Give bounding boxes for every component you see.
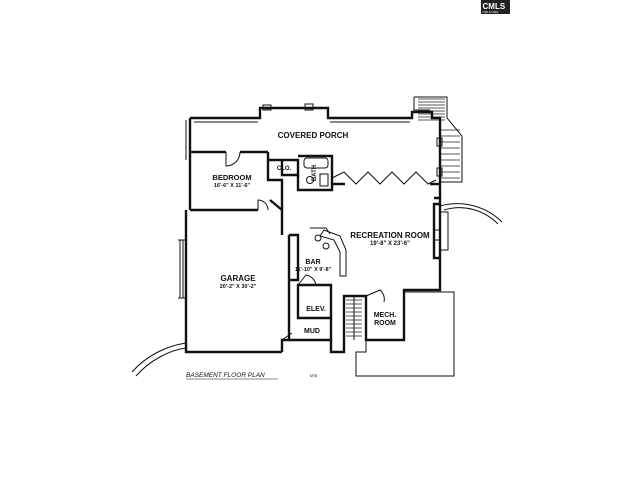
closet-label: CLO. (277, 166, 292, 172)
mech-room-label-2: ROOM (374, 320, 396, 327)
covered-porch-outline (185, 103, 443, 198)
mud-label: MUD (304, 328, 320, 335)
cmls-logo: CMLS CMLS.ORG (481, 0, 510, 14)
cmls-logo-small-text: CMLS.ORG (483, 10, 500, 14)
elevator-label: ELEV. (306, 306, 326, 313)
bar-label: BAR (305, 259, 320, 266)
recreation-room-size: 19'-8" X 23'-6" (370, 241, 410, 247)
bedroom-size: 16'-6" X 11'-6" (214, 183, 251, 189)
building-walls (178, 118, 449, 354)
fireplace (432, 202, 449, 260)
interior-stairs (346, 296, 362, 340)
plan-note: MTB (310, 374, 318, 378)
site-features (131, 203, 503, 377)
plan-title: BASEMENT FLOOR PLAN (186, 372, 265, 379)
bath-label: BATH (312, 165, 318, 181)
bar-size: 11'-10" X 9'-8" (295, 267, 332, 273)
exterior-stairs (413, 96, 463, 183)
mech-room-label-1: MECH. (374, 312, 397, 319)
door-swings (225, 151, 385, 341)
bath-fixtures (303, 157, 329, 187)
recreation-room-label: RECREATION ROOM (350, 231, 430, 240)
cmls-logo-text: CMLS (483, 2, 506, 11)
garage-label: GARAGE (220, 274, 256, 283)
bar-counter (289, 227, 347, 282)
garage-size: 20'-2" X 30'-2" (220, 284, 257, 290)
bedroom-label: BEDROOM (212, 173, 251, 182)
covered-porch-label: COVERED PORCH (278, 131, 349, 140)
